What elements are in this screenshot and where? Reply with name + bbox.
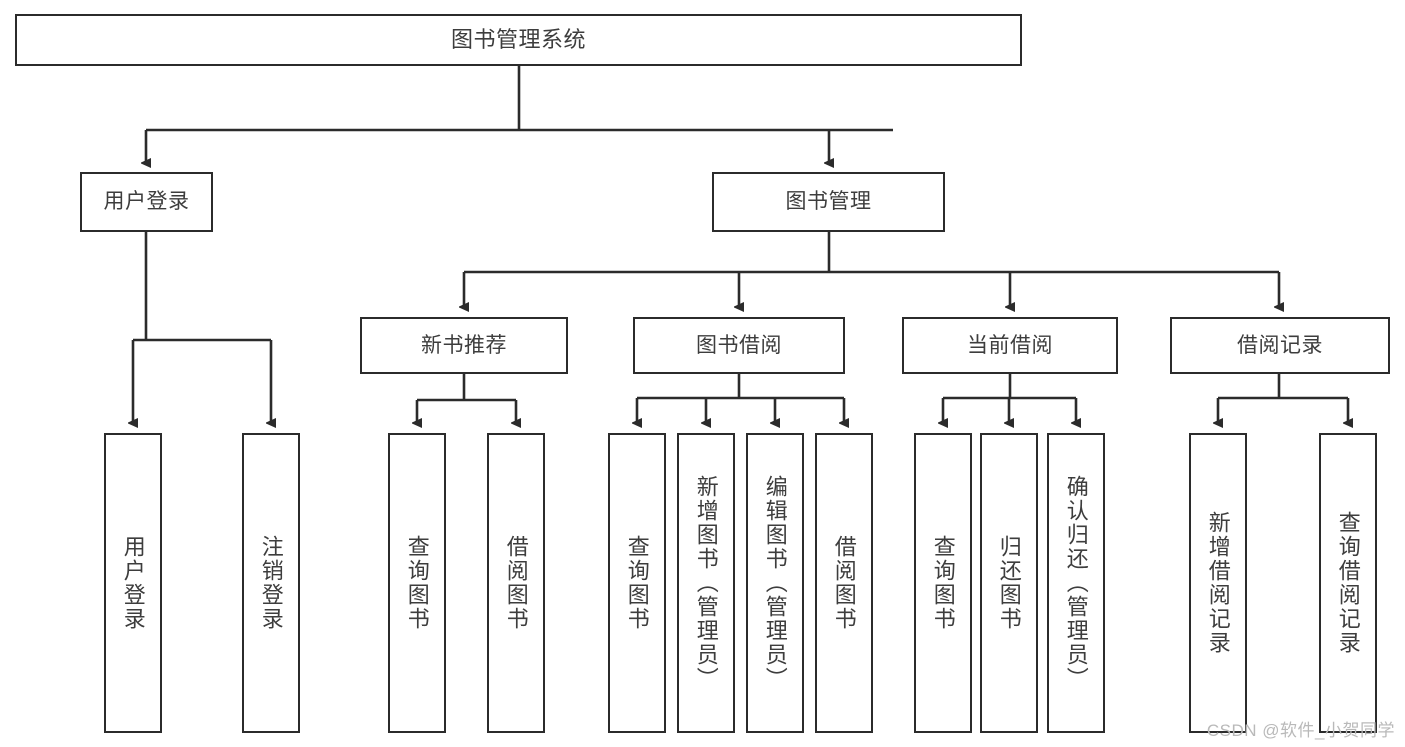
node-new-book-recommend[interactable]: 新书推荐 [360, 317, 568, 374]
node-label: 图书管理 [785, 190, 872, 214]
node-book-borrow[interactable]: 图书借阅 [633, 317, 845, 374]
node-borrow-record[interactable]: 借阅记录 [1170, 317, 1390, 374]
node-label: 确认归还（管理员） [1063, 475, 1089, 691]
leaf-borrow-book[interactable]: 借阅图书 [815, 433, 873, 733]
leaf-return-book[interactable]: 归还图书 [980, 433, 1038, 733]
node-label: 借阅图书 [831, 535, 857, 631]
leaf-query-book-recommend[interactable]: 查询图书 [388, 433, 446, 733]
leaf-query-borrow-record[interactable]: 查询借阅记录 [1319, 433, 1377, 733]
node-label: 归还图书 [996, 535, 1022, 631]
csdn-watermark: CSDN @软件_小贺同学 [1206, 721, 1395, 740]
leaf-add-borrow-record[interactable]: 新增借阅记录 [1189, 433, 1247, 733]
node-label: 查询图书 [624, 535, 650, 631]
node-root-system[interactable]: 图书管理系统 [15, 14, 1022, 66]
node-label: 查询图书 [930, 535, 956, 631]
node-label: 新增借阅记录 [1205, 511, 1231, 655]
node-label: 新书推荐 [421, 333, 507, 357]
node-label: 图书借阅 [696, 333, 782, 357]
leaf-edit-book-admin[interactable]: 编辑图书（管理员） [746, 433, 804, 733]
node-user-login[interactable]: 用户登录 [80, 172, 213, 232]
node-current-borrow[interactable]: 当前借阅 [902, 317, 1118, 374]
node-label: 借阅图书 [503, 535, 529, 631]
leaf-user-login[interactable]: 用户登录 [104, 433, 162, 733]
node-label: 图书管理系统 [450, 26, 586, 52]
node-label: 当前借阅 [967, 333, 1053, 357]
leaf-query-book-borrow[interactable]: 查询图书 [608, 433, 666, 733]
leaf-add-book-admin[interactable]: 新增图书（管理员） [677, 433, 735, 733]
leaf-borrow-book-recommend[interactable]: 借阅图书 [487, 433, 545, 733]
node-label: 查询图书 [404, 535, 430, 631]
node-label: 注销登录 [258, 535, 284, 631]
node-label: 新增图书（管理员） [693, 475, 719, 691]
node-label: 借阅记录 [1237, 333, 1323, 357]
node-label: 用户登录 [120, 535, 146, 631]
leaf-confirm-return-admin[interactable]: 确认归还（管理员） [1047, 433, 1105, 733]
node-label: 编辑图书（管理员） [762, 475, 788, 691]
node-label: 用户登录 [103, 190, 190, 214]
leaf-query-book-current[interactable]: 查询图书 [914, 433, 972, 733]
node-label: 查询借阅记录 [1335, 511, 1361, 655]
leaf-logout[interactable]: 注销登录 [242, 433, 300, 733]
node-book-management[interactable]: 图书管理 [712, 172, 945, 232]
